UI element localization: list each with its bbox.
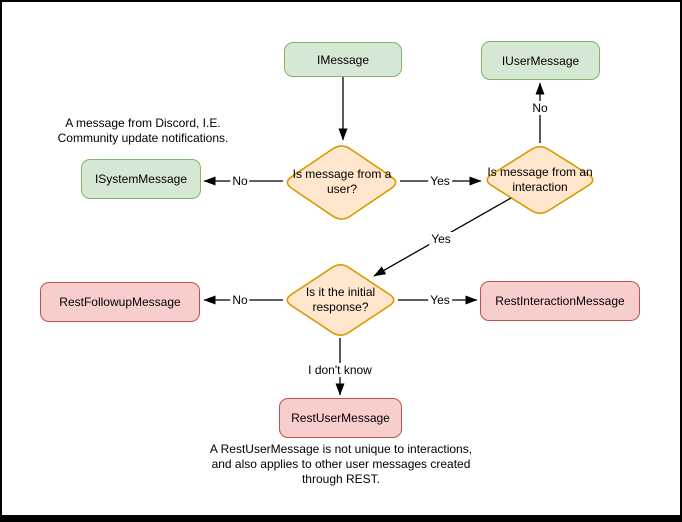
note-rest-user-message: A RestUserMessage is not unique to inter… bbox=[209, 442, 473, 486]
node-isystemmessage-label: ISystemMessage bbox=[94, 172, 188, 186]
node-iusermessage-label: IUserMessage bbox=[501, 53, 580, 68]
node-restinteractionmessage-label: RestInteractionMessage bbox=[495, 294, 625, 308]
edge-label-from-interaction-no: No bbox=[530, 101, 550, 115]
node-isystemmessage: ISystemMessage bbox=[81, 159, 201, 199]
node-restfollowupmessage: RestFollowupMessage bbox=[40, 282, 200, 322]
decision-initial-response-label: Is it the initial response? bbox=[305, 285, 376, 314]
note-system-message: A message from Discord, I.E. Community u… bbox=[57, 116, 229, 145]
edge-label-initial-response-unknown: I don't know bbox=[306, 363, 374, 377]
edge-label-from-user-yes: Yes bbox=[428, 174, 452, 188]
node-restusermessage: RestUserMessage bbox=[279, 398, 402, 438]
decision-from-interaction-label: Is message from an interaction bbox=[487, 165, 593, 194]
node-restusermessage-label: RestUserMessage bbox=[291, 411, 390, 425]
edge-label-initial-response-no: No bbox=[230, 293, 250, 307]
node-iusermessage: IUserMessage bbox=[481, 41, 600, 80]
edge-label-from-user-no: No bbox=[230, 174, 250, 188]
decision-from-interaction-shape bbox=[486, 145, 594, 215]
edge-label-initial-response-yes: Yes bbox=[428, 293, 452, 307]
decision-from-user-shape bbox=[286, 145, 397, 220]
canvas-bottom-bar bbox=[0, 515, 682, 521]
edge-label-from-interaction-yes: Yes bbox=[429, 232, 453, 246]
decision-initial-response-shape bbox=[286, 264, 395, 336]
node-imessage: IMessage bbox=[284, 42, 402, 77]
node-restinteractionmessage: RestInteractionMessage bbox=[480, 281, 640, 321]
decision-from-user-label: Is message from a user? bbox=[292, 167, 392, 196]
node-imessage-label: IMessage bbox=[316, 52, 370, 67]
node-restfollowupmessage-label: RestFollowupMessage bbox=[59, 295, 181, 309]
